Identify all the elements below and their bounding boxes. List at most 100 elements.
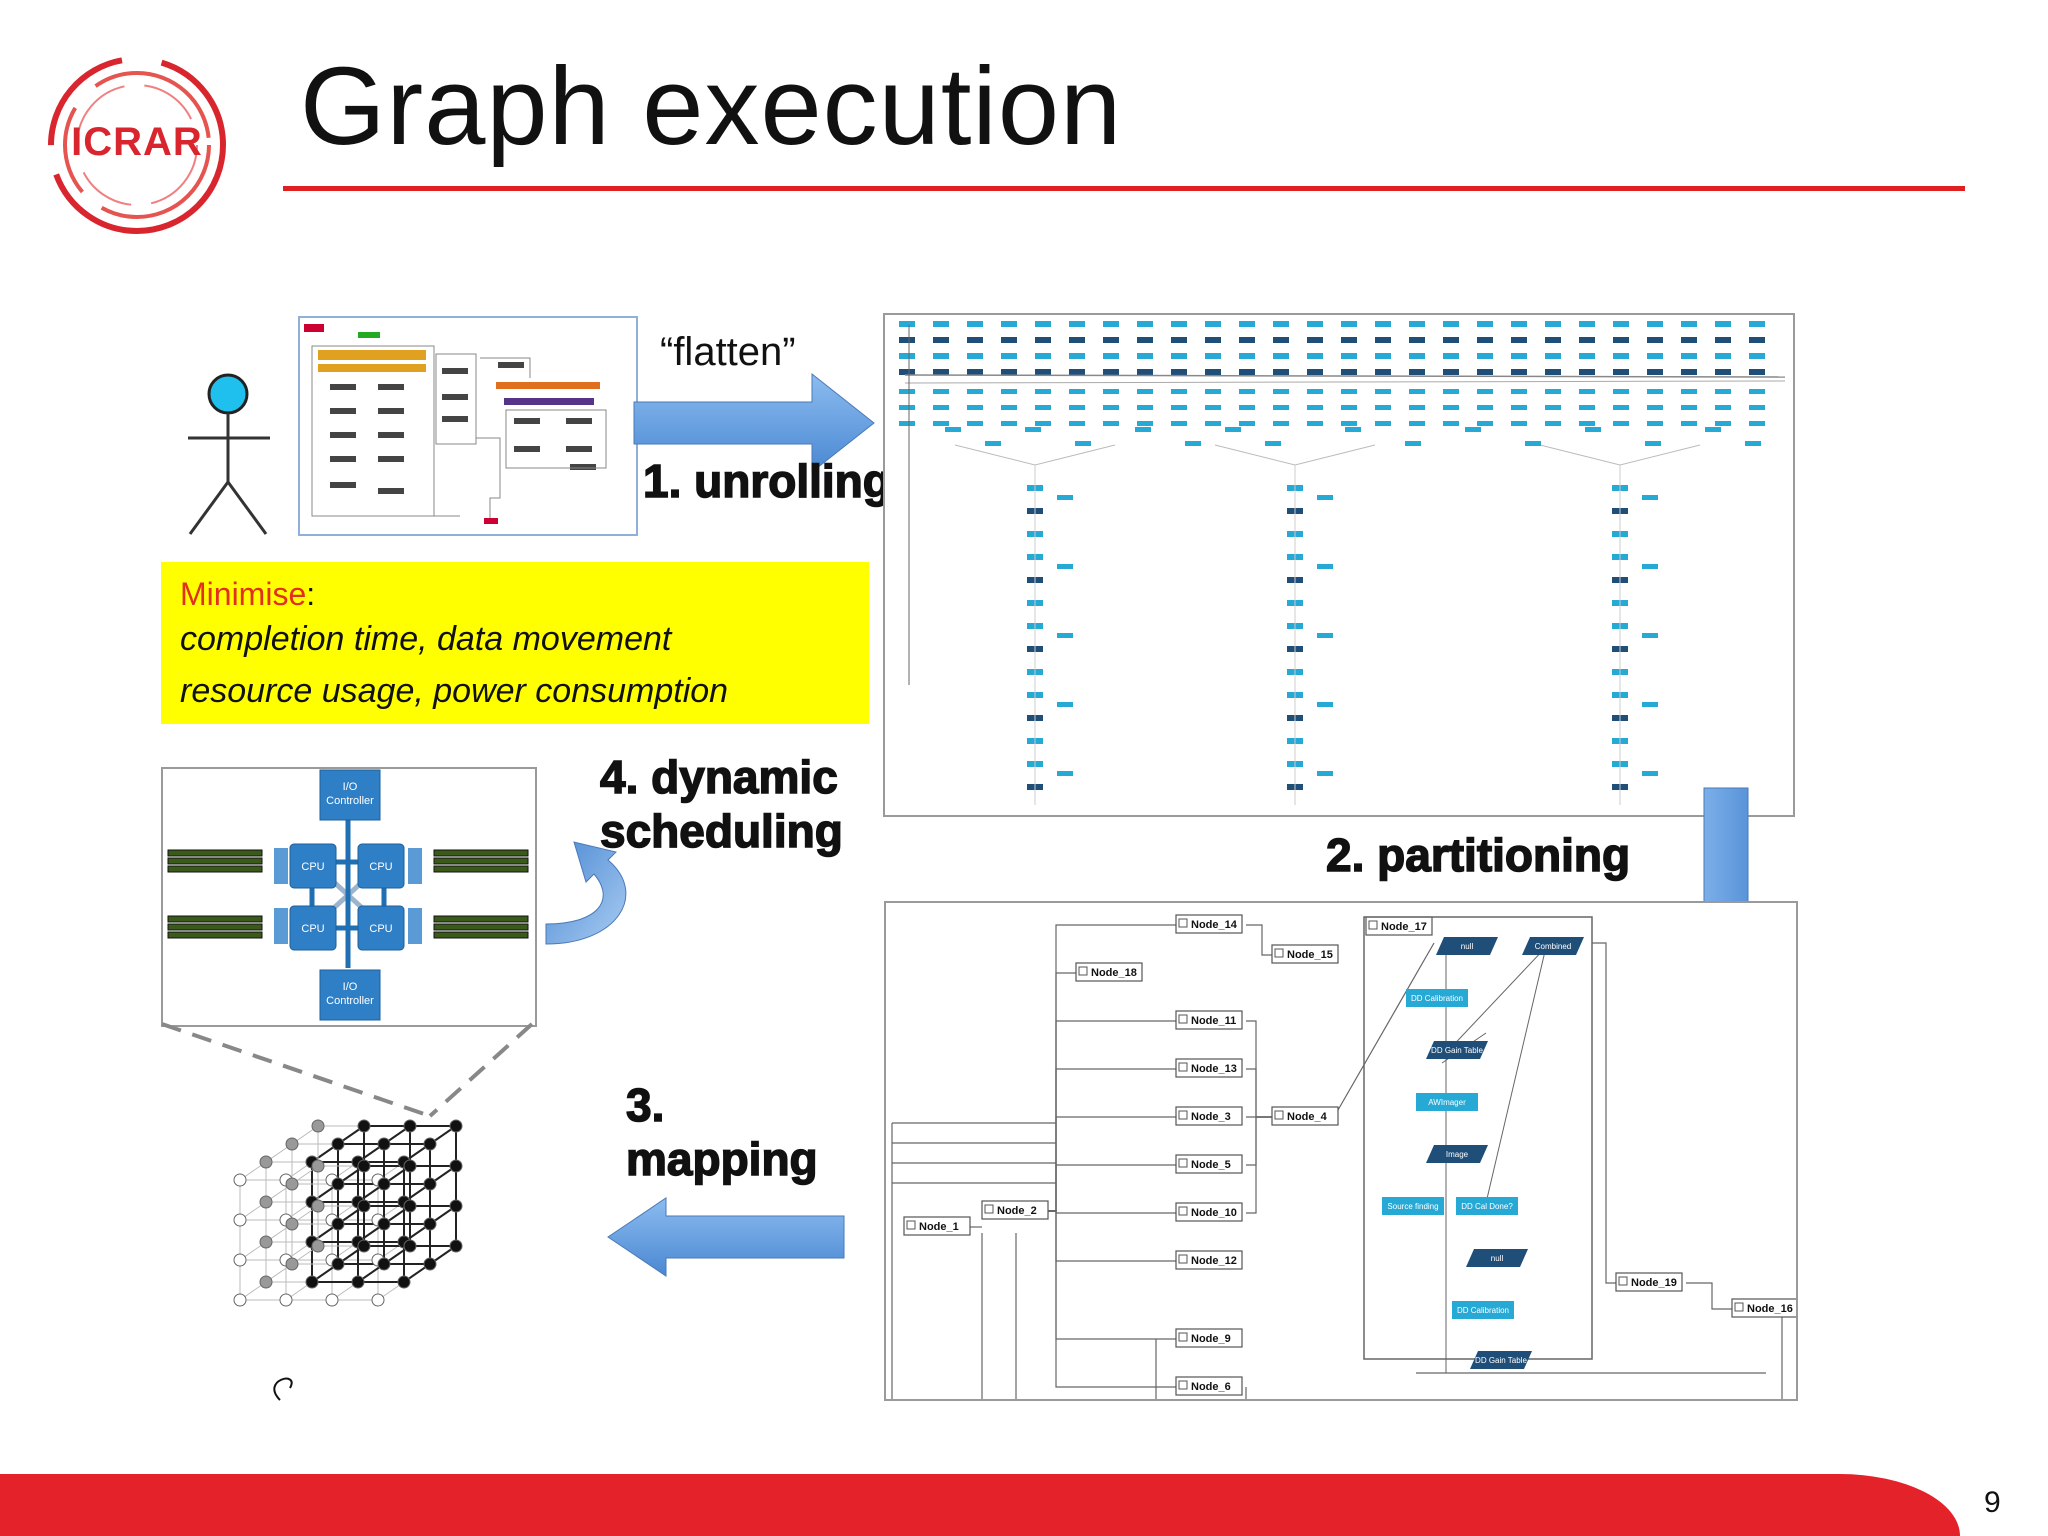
graph-node xyxy=(1375,405,1391,410)
lattice-node xyxy=(259,1155,273,1169)
lattice-node xyxy=(325,1293,339,1307)
graph-node xyxy=(899,421,915,426)
flow-step: Source finding xyxy=(1382,1197,1444,1215)
lattice-node xyxy=(331,1217,345,1231)
graph-node xyxy=(1477,337,1493,343)
graph-node xyxy=(1205,353,1221,359)
graph-node xyxy=(1579,421,1595,426)
graph-node xyxy=(1341,353,1357,359)
graph-node xyxy=(1239,405,1255,410)
partition-node: Node_6 xyxy=(1175,1376,1243,1396)
graph-node xyxy=(1715,369,1731,375)
minimise-line-2: resource usage, power consumption xyxy=(180,672,729,710)
graph-node xyxy=(1579,405,1595,410)
graph-node xyxy=(1001,405,1017,410)
graph-node xyxy=(1205,337,1221,343)
graph-node xyxy=(1239,369,1255,375)
graph-node xyxy=(1001,337,1017,343)
graph-node xyxy=(1375,337,1391,343)
graph-node xyxy=(1409,369,1425,375)
graph-node xyxy=(1715,321,1731,327)
lattice-node xyxy=(423,1177,437,1191)
graph-node xyxy=(1103,321,1119,327)
graph-node xyxy=(1001,389,1017,394)
graph-node xyxy=(1681,389,1697,394)
cpu-label: CPU xyxy=(301,923,324,935)
graph-node xyxy=(1443,389,1459,394)
graph-node xyxy=(1477,369,1493,375)
flow-step: null xyxy=(1436,937,1498,955)
graph-node xyxy=(1642,633,1658,638)
graph-node xyxy=(1443,421,1459,426)
partition-node: Node_13 xyxy=(1175,1058,1243,1078)
graph-node xyxy=(1409,353,1425,359)
io-top-line2: Controller xyxy=(326,795,374,807)
lattice-node xyxy=(403,1199,417,1213)
graph-node xyxy=(1613,421,1629,426)
partition-node: Node_3 xyxy=(1175,1106,1243,1126)
graph-node xyxy=(1103,353,1119,359)
minimise-heading: Minimise: xyxy=(180,576,315,613)
minimise-keyword: Minimise xyxy=(180,576,307,612)
graph-node xyxy=(1715,421,1731,426)
graph-node xyxy=(899,337,915,343)
partition-node-label: Node_2 xyxy=(997,1205,1037,1217)
graph-node xyxy=(1647,405,1663,410)
graph-node xyxy=(967,369,983,375)
graph-node xyxy=(1317,702,1333,707)
graph-node xyxy=(1171,337,1187,343)
graph-node xyxy=(1057,633,1073,638)
graph-node xyxy=(1137,369,1153,375)
graph-node xyxy=(1545,405,1561,410)
graph-node xyxy=(1579,389,1595,394)
flow-step-label: null xyxy=(1491,1254,1504,1263)
flatten-label: “flatten” xyxy=(660,330,796,374)
graph-node xyxy=(1307,337,1323,343)
graph-node xyxy=(1307,369,1323,375)
lattice-node xyxy=(371,1293,385,1307)
cpu-label: CPU xyxy=(369,923,392,935)
graph-node xyxy=(1307,389,1323,394)
graph-node xyxy=(1239,321,1255,327)
graph-node xyxy=(1642,771,1658,776)
lattice-node xyxy=(449,1239,463,1253)
graph-node xyxy=(1137,337,1153,343)
graph-node xyxy=(1341,421,1357,426)
graph-node xyxy=(1409,337,1425,343)
graph-node xyxy=(1681,321,1697,327)
graph-node xyxy=(1443,321,1459,327)
graph-node xyxy=(1681,405,1697,410)
graph-node xyxy=(1035,353,1051,359)
graph-node xyxy=(1749,337,1765,343)
graph-node xyxy=(967,321,983,327)
footer-bar xyxy=(0,1474,1960,1536)
lattice-node xyxy=(233,1213,247,1227)
graph-node xyxy=(1171,421,1187,426)
graph-node xyxy=(1545,369,1561,375)
graph-node xyxy=(1477,321,1493,327)
lattice-node xyxy=(285,1217,299,1231)
flow-step: DD Gain Table xyxy=(1470,1351,1532,1369)
minimise-colon: : xyxy=(306,576,316,612)
flow-step-label: DD Calibration xyxy=(1457,1306,1509,1315)
graph-node xyxy=(1103,405,1119,410)
graph-node xyxy=(1715,405,1731,410)
partition-node: Node_4 xyxy=(1271,1106,1339,1126)
graph-node xyxy=(967,421,983,426)
graph-node xyxy=(1137,405,1153,410)
partition-node-label: Node_14 xyxy=(1191,919,1238,931)
graph-node xyxy=(1642,564,1658,569)
lattice-node xyxy=(233,1253,247,1267)
graph-node xyxy=(1613,337,1629,343)
graph-node xyxy=(1647,369,1663,375)
lattice-node xyxy=(357,1199,371,1213)
partition-node: Node_2 xyxy=(981,1200,1049,1220)
graph-node xyxy=(967,353,983,359)
graph-node xyxy=(1511,353,1527,359)
graph-node xyxy=(1205,369,1221,375)
graph-node xyxy=(1057,564,1073,569)
lattice-node xyxy=(449,1119,463,1133)
flow-step-label: null xyxy=(1461,942,1474,951)
graph-node xyxy=(1647,389,1663,394)
graph-node xyxy=(1545,389,1561,394)
